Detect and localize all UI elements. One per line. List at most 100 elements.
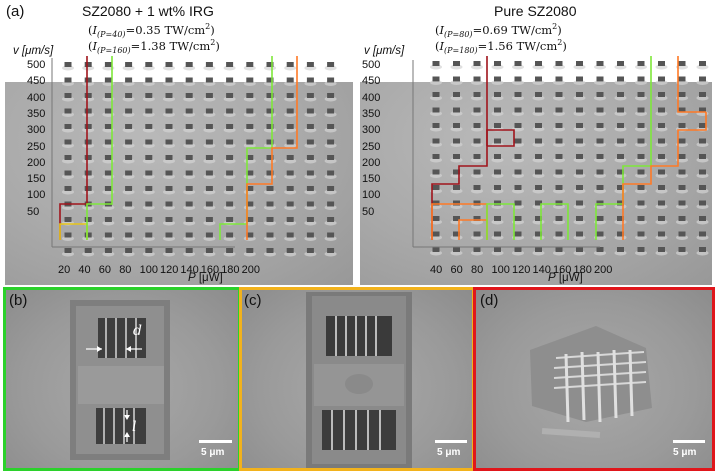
pillar [306,248,314,253]
pillar [658,123,665,128]
pillar [596,200,604,206]
pillar [246,108,254,114]
pillar [125,124,133,129]
pillar [226,170,234,176]
v-tick-right: 500 [362,59,381,71]
pillar [576,185,583,190]
pillar [125,77,133,83]
pillar [125,139,133,145]
pillar [64,232,72,238]
pillar [432,107,440,113]
pillar [185,155,193,160]
pillar [658,76,665,82]
pillar [64,108,72,114]
p-tick-right: 40 [430,264,443,276]
v-tick-right: 250 [362,140,381,153]
pillar [576,92,583,97]
pillar [226,124,234,129]
pillar [185,139,193,145]
pillar [596,231,604,237]
pillar [125,186,133,191]
p-tick-left: 160 [200,264,220,276]
intensity-high-right: (I(P=180)=1.56 TW/cm2) [435,38,567,56]
p-tick-right: 160 [553,264,572,276]
threshold-line-orange-upper-right [622,112,707,240]
pillar [699,247,706,252]
pillar [699,92,706,97]
pillar [637,138,645,144]
pillar [432,216,440,221]
pillar [453,61,460,66]
pillar [266,108,274,114]
pillar [125,217,133,222]
pillar [165,139,173,145]
pillar [494,169,501,175]
pillar [64,217,72,222]
pillar [205,108,213,114]
v-tick-left: 450 [27,75,46,88]
pillar [699,200,706,206]
pillar [226,232,234,238]
pillar [535,107,542,113]
pillar [266,217,274,222]
pillar [555,247,563,252]
pillar [596,61,604,66]
structure-c [306,292,412,468]
pillar [306,93,314,98]
pillar [473,247,481,252]
pillar [494,216,501,221]
p-tick-right: 60 [450,264,463,276]
pillar [165,108,173,114]
pillar [125,108,133,114]
v-tick-right: 150 [362,173,381,186]
pillar [104,108,112,114]
pillar [286,93,294,98]
pillar [205,155,213,160]
title-left: SZ2080 + 1 wt% IRG [82,3,214,19]
pillar [453,76,460,82]
pillar [637,123,645,128]
pillar [306,201,314,207]
pillar [637,154,645,159]
pillar [617,107,624,113]
pillar [678,61,686,66]
pillar [205,62,213,67]
pillar [64,139,72,145]
pillar [266,201,274,207]
pillar [494,76,501,82]
pillar [306,170,314,176]
pillar [306,186,314,191]
pillar [145,139,153,145]
pillar [246,201,254,207]
pillar [84,108,92,114]
v-tick-right: 100 [362,189,381,202]
pillar [246,186,254,191]
pillar [576,216,583,221]
v-tick-left: 100 [27,189,46,202]
pillar [205,186,213,191]
pillar [699,138,706,144]
pillar [678,231,686,237]
pillar [514,231,522,237]
pillar [596,247,604,252]
pillar [596,76,604,82]
pillar [637,200,645,206]
scalebar-label-d: 5 μm [673,447,697,458]
pillar [453,169,460,175]
pillar [576,123,583,128]
pillar [678,169,686,175]
d-label: d [133,323,142,339]
v-tick-right: 300 [362,124,381,137]
v-tick-left: 500 [27,59,46,71]
pillar [165,170,173,176]
pillar [205,217,213,222]
pillar [494,61,501,66]
pillar [432,154,440,159]
pillar [535,216,542,221]
pillar [699,154,706,159]
pillar [145,186,153,191]
pillar [185,217,193,222]
pillar [453,138,460,144]
pillar [658,247,665,252]
pillar [104,93,112,98]
